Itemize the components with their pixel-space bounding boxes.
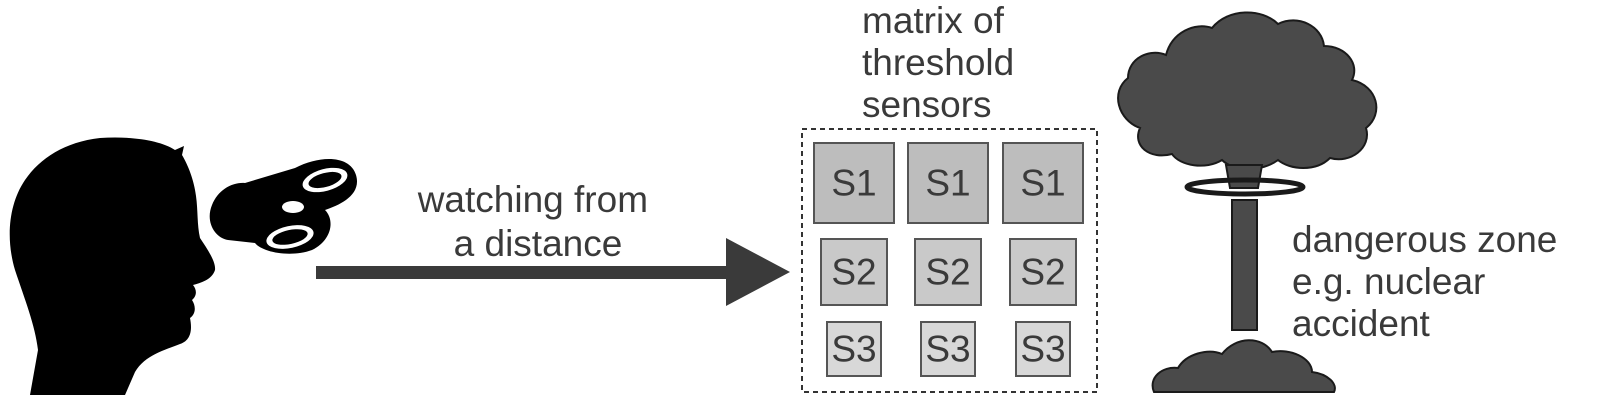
sensor-box	[820, 238, 888, 306]
sensor-label: S2	[925, 252, 970, 293]
mat-line-3: sensors	[862, 84, 992, 125]
sensor-s1-1: S1	[813, 142, 895, 224]
sensor-s3-2: S3	[920, 321, 976, 377]
sensor-label: S1	[1020, 163, 1065, 204]
sensor-label: S1	[925, 163, 970, 204]
observer-caption: watching from a distance	[417, 179, 659, 264]
viewing-arrow	[316, 238, 790, 306]
sensor-box	[813, 142, 895, 224]
observer-head-icon	[9, 137, 216, 395]
sensor-box	[914, 238, 982, 306]
obs-line-2: a distance	[454, 223, 623, 264]
sensor-label: S3	[925, 329, 970, 370]
sensor-box	[826, 321, 882, 377]
hazard-caption: dangerous zone e.g. nuclear accident	[1292, 219, 1568, 344]
mat-line-1: matrix of	[862, 0, 1005, 41]
sensor-label: S2	[1020, 252, 1065, 293]
sensor-label: S3	[831, 329, 876, 370]
haz-line-2: e.g. nuclear	[1292, 261, 1485, 302]
sensor-s1-2: S1	[907, 142, 989, 224]
binoculars-icon	[209, 158, 358, 254]
sensor-s1-3: S1	[1002, 142, 1084, 224]
sensor-box	[907, 142, 989, 224]
sensor-matrix-title: matrix of threshold sensors	[862, 0, 1025, 125]
mushroom-cloud-icon	[1117, 11, 1378, 393]
haz-line-1: dangerous zone	[1292, 219, 1557, 260]
sensor-s2-3: S2	[1009, 238, 1077, 306]
sensor-s2-1: S2	[820, 238, 888, 306]
sensor-box	[920, 321, 976, 377]
sensor-box	[1009, 238, 1077, 306]
sensor-box	[1002, 142, 1084, 224]
sensor-label: S1	[831, 163, 876, 204]
sensor-box	[1015, 321, 1071, 377]
sensor-s2-2: S2	[914, 238, 982, 306]
sensor-s3-3: S3	[1015, 321, 1071, 377]
sensor-matrix-frame	[801, 128, 1098, 393]
obs-line-1: watching from	[417, 179, 648, 220]
haz-line-3: accident	[1292, 303, 1431, 344]
mat-line-2: threshold	[862, 42, 1014, 83]
sensor-s3-1: S3	[826, 321, 882, 377]
sensor-label: S3	[1020, 329, 1065, 370]
sensor-label: S2	[831, 252, 876, 293]
